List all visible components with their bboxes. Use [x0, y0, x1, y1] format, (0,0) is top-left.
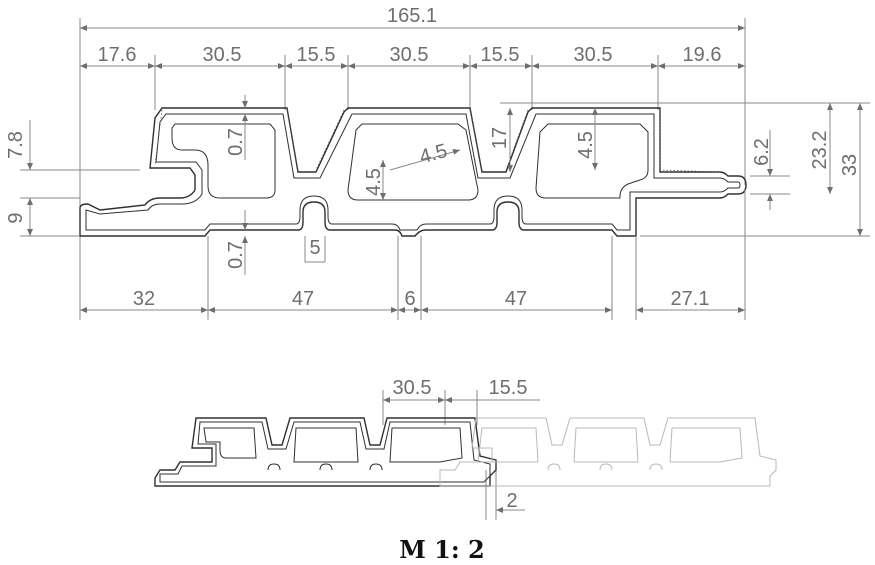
- dim-wall-bottom: 0.7: [225, 241, 247, 269]
- scale-dim-1: 30.5: [393, 377, 432, 399]
- scale-dim-2: 15.5: [489, 377, 528, 399]
- dim-overall-width: 165.1: [80, 5, 745, 31]
- dim-left-lower: 9: [5, 212, 27, 223]
- dim-top-3: 15.5: [297, 44, 336, 66]
- dim-chamber-depth: 4.5: [363, 168, 385, 196]
- dim-left: 7.8 9: [5, 120, 140, 237]
- dim-top-5: 15.5: [481, 44, 520, 66]
- scale-profile-right: [439, 417, 777, 487]
- scale-label: M 1: 2: [399, 535, 485, 564]
- dim-rib-height: 17: [489, 127, 511, 149]
- dim-top-1: 17.6: [98, 44, 137, 66]
- dim-left-upper: 7.8: [5, 131, 27, 159]
- dim-top-4: 30.5: [390, 44, 429, 66]
- dim-top-2: 30.5: [203, 44, 242, 66]
- dim-wall-top: 0.7: [225, 128, 247, 156]
- dim-inner: 0.7 0.7 4.5 4.5 4.5 17 5: [225, 95, 598, 275]
- scale-view: 30.5 15.5 2 M 1: 2: [154, 377, 777, 564]
- dim-bottom-4: 47: [505, 288, 527, 310]
- scale-dims: 30.5 15.5 2: [382, 377, 540, 520]
- dim-right: 6.2 23.2 33: [500, 102, 870, 237]
- main-profile-view: 165.1 17.6 30.5 15.5 30.5 15.5 30.5 19.6: [5, 5, 870, 320]
- dim-slot-width: 5: [309, 237, 320, 259]
- dim-right-1: 6.2: [751, 138, 773, 166]
- dim-top-6: 30.5: [574, 44, 613, 66]
- dim-bottom-1: 32: [133, 288, 155, 310]
- scale-profile-left: [154, 417, 497, 487]
- dim-groove-depth: 4.5: [417, 140, 450, 168]
- scale-dim-3: 2: [506, 490, 517, 512]
- dim-chain-top: 17.6 30.5 15.5 30.5 15.5 30.5 19.6: [80, 44, 745, 69]
- dim-right-3: 33: [839, 154, 861, 176]
- dim-bottom-3: 6: [404, 288, 415, 310]
- dim-bottom-5: 27.1: [671, 288, 710, 310]
- dim-chain-bottom: 32 47 6 47 27.1: [79, 190, 746, 320]
- dim-chamber-left-depth: 4.5: [575, 131, 597, 159]
- dim-bottom-2: 47: [292, 288, 314, 310]
- dim-top-7: 19.6: [683, 44, 722, 66]
- dim-right-2: 23.2: [809, 131, 831, 170]
- profile-outline: [79, 107, 747, 237]
- svg-text:165.1: 165.1: [387, 5, 437, 27]
